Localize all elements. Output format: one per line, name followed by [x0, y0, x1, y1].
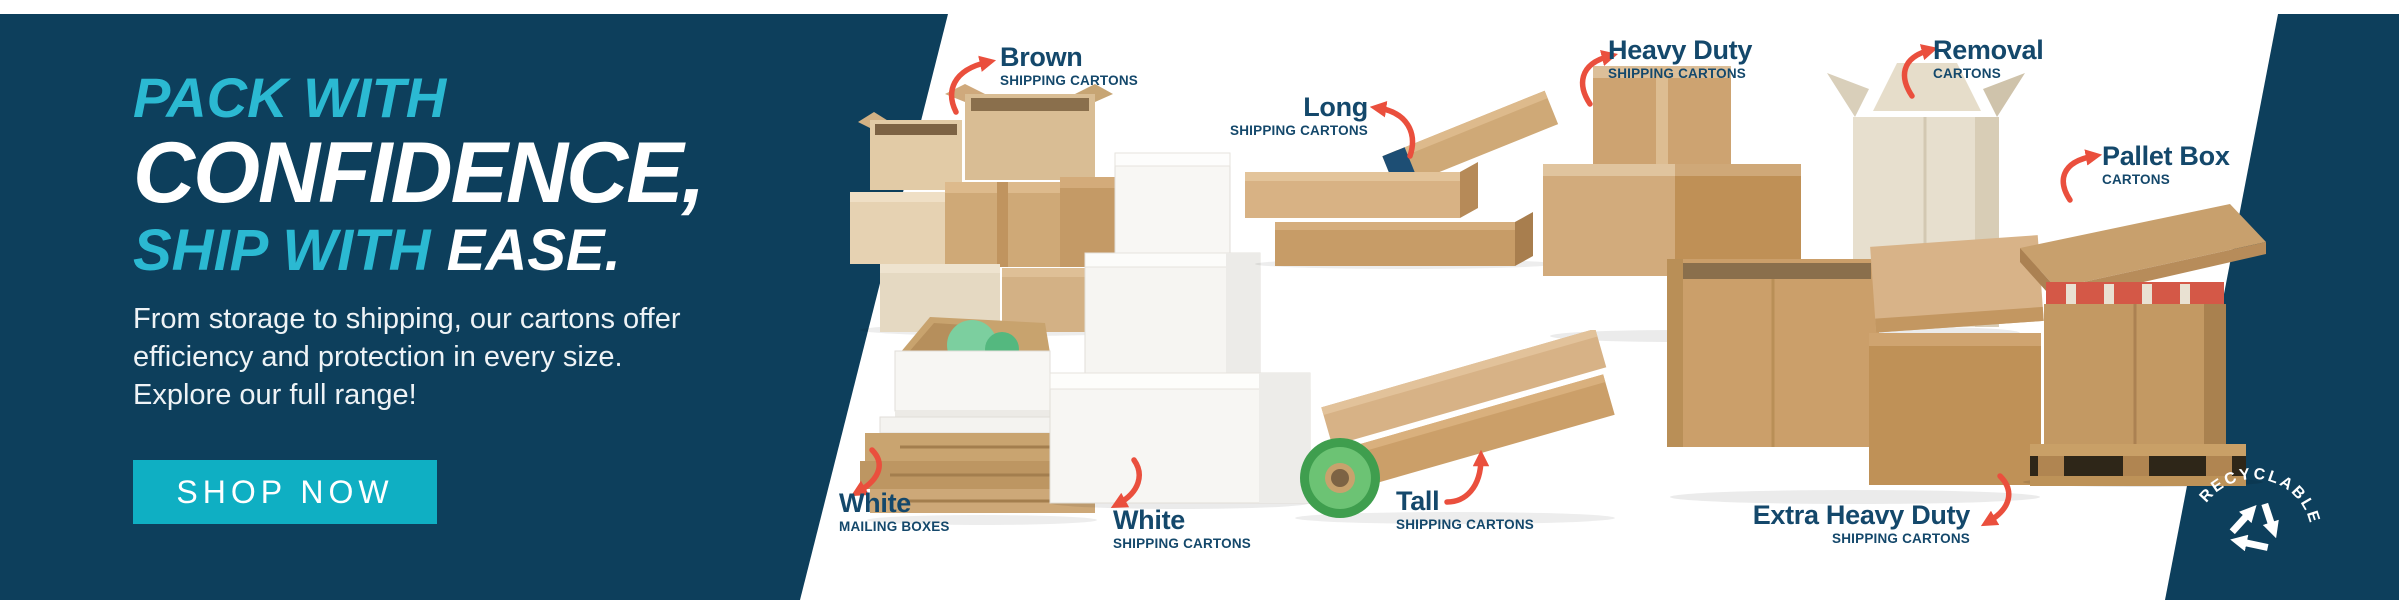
headline-line3: SHIP WITH EASE. [133, 222, 893, 280]
product-subtitle: SHIPPING CARTONS [1113, 536, 1251, 551]
hero-body-line1: From storage to shipping, our cartons of… [133, 303, 681, 335]
product-subtitle: CARTONS [2102, 172, 2170, 187]
product-subtitle: SHIPPING CARTONS [1230, 123, 1368, 138]
product-label-long: Long SHIPPING CARTONS [1170, 94, 1368, 138]
product-title: Pallet Box [2102, 141, 2230, 171]
product-title: Removal [1933, 35, 2044, 65]
product-label-brown: Brown SHIPPING CARTONS [1000, 44, 1138, 88]
long-cartons-image [1245, 90, 1559, 269]
product-label-white-mailing: White MAILING BOXES [839, 490, 950, 534]
headline-line2: CONFIDENCE, [133, 125, 705, 221]
product-label-tall: Tall SHIPPING CARTONS [1396, 488, 1534, 532]
product-label-pallet-box: Pallet Box CARTONS [2102, 143, 2230, 187]
product-title: Extra Heavy Duty [1752, 500, 1971, 530]
product-title: Heavy Duty [1608, 35, 1753, 65]
tall-arrow-icon [1444, 449, 1489, 505]
extra-heavy-duty-cartons-image [1667, 235, 2044, 504]
hero-body-line3: Explore our full range! [133, 379, 417, 411]
white-shipping-cartons-image [1049, 152, 1311, 509]
heavy-duty-arrow-icon [1579, 50, 1618, 107]
recycle-symbol-icon [2229, 502, 2279, 552]
product-subtitle: MAILING BOXES [839, 519, 950, 534]
extra-heavy-duty-arrow-icon [1980, 473, 2012, 527]
product-subtitle: SHIPPING CARTONS [1000, 73, 1138, 88]
pallet-box-image [2020, 204, 2266, 487]
headline-line3-teal: SHIP WITH [133, 218, 431, 283]
product-title: Tall [1396, 486, 1440, 516]
long-arrow-icon [1370, 101, 1416, 159]
recyclable-arc-text: RECYCLABLE [2195, 454, 2332, 530]
product-label-heavy-duty: Heavy Duty SHIPPING CARTONS [1608, 37, 1752, 81]
top-strip [0, 0, 2399, 14]
product-title: Long [1303, 92, 1368, 122]
hero-body: From storage to shipping, our cartons of… [133, 300, 893, 414]
brown-cartons-image [850, 84, 1160, 336]
product-subtitle: CARTONS [1933, 66, 2001, 81]
product-label-removal: Removal CARTONS [1933, 35, 2044, 81]
removal-arrow-icon [1901, 44, 1938, 99]
pallet-box-arrow-icon [2060, 149, 2103, 203]
white-mailing-arrow-icon [850, 447, 882, 497]
product-label-white-shipping: White SHIPPING CARTONS [1113, 507, 1251, 551]
hero-block: PACK WITH CONFIDENCE, SHIP WITH EASE. Fr… [133, 70, 893, 524]
headline-line3-white: EASE. [430, 218, 621, 283]
white-shipping-arrow-icon [1110, 457, 1142, 508]
product-subtitle: SHIPPING CARTONS [1832, 531, 1970, 546]
product-label-extra-heavy-duty: Extra Heavy Duty SHIPPING CARTONS [1738, 500, 1971, 546]
product-title: White [1113, 505, 1185, 535]
tall-cartons-image [1295, 330, 1615, 524]
product-title: Brown [1000, 42, 1083, 72]
product-subtitle: SHIPPING CARTONS [1396, 517, 1534, 532]
product-subtitle: SHIPPING CARTONS [1608, 66, 1746, 81]
hero-body-line2: efficiency and protection in every size. [133, 341, 623, 373]
recyclable-badge: RECYCLABLE [2182, 432, 2339, 581]
product-title: White [839, 488, 911, 518]
brown-arrow-icon [948, 55, 997, 115]
headline-line1: PACK WITH [133, 66, 447, 129]
svg-text:RECYCLABLE: RECYCLABLE [2195, 454, 2332, 530]
recyclable-badge-graphic: RECYCLABLE [2195, 454, 2332, 552]
shop-now-button[interactable]: SHOP NOW [133, 460, 437, 524]
